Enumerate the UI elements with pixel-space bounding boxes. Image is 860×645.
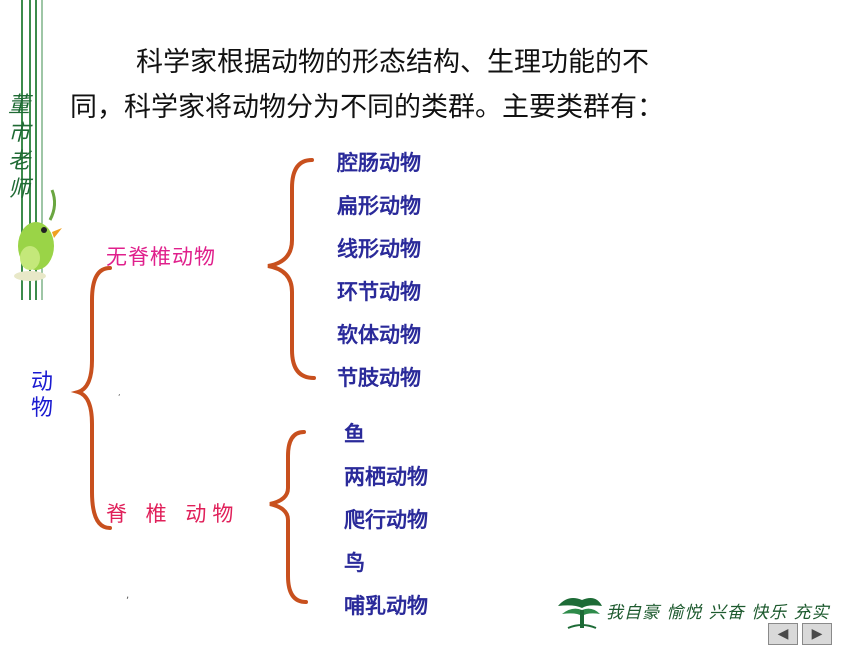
list-item: 腔肠动物 [337,151,421,175]
slogan: 我自豪 愉悦 兴奋 快乐 充实 [606,603,830,623]
next-slide-button[interactable]: ▶ [802,623,832,645]
list-item: 软体动物 [337,323,421,347]
intro-line-2: 同，科学家将动物分为不同的类群。主要类群有： [70,92,664,123]
intro-line-1: 科学家根据动物的形态结构、生理功能的不 [136,47,649,78]
left-decoration [14,0,62,300]
triangle-left-icon: ◀ [777,626,789,642]
group-label-vertebrate: 脊 椎 动物 [106,502,240,526]
list-item: 鱼 [344,422,365,446]
svg-text:,: , [126,590,129,601]
prev-slide-button[interactable]: ◀ [768,623,798,645]
vertebrate-brace [269,430,308,604]
list-item: 扁形动物 [337,194,421,218]
list-item: 节肢动物 [337,366,421,390]
list-item: 两栖动物 [344,465,428,489]
list-item: 线形动物 [337,237,421,261]
list-item: 环节动物 [337,280,421,304]
side-logo-text: 董市老师 [8,93,31,202]
bird-icon [14,189,62,281]
group-label-invertebrate: 无脊椎动物 [106,245,216,269]
root-label: 动物 [30,370,53,421]
tree-logo-icon [558,598,602,629]
list-item: 哺乳动物 [344,594,428,618]
root-brace [70,266,112,530]
intro-paragraph: 科学家根据动物的形态结构、生理功能的不 同，科学家将动物分为不同的类群。主要类群… [70,40,810,130]
invertebrate-brace [267,158,316,380]
list-item: 爬行动物 [344,508,428,532]
list-item: 鸟 [344,551,365,575]
svg-text:,: , [118,388,121,397]
triangle-right-icon: ▶ [811,626,823,642]
